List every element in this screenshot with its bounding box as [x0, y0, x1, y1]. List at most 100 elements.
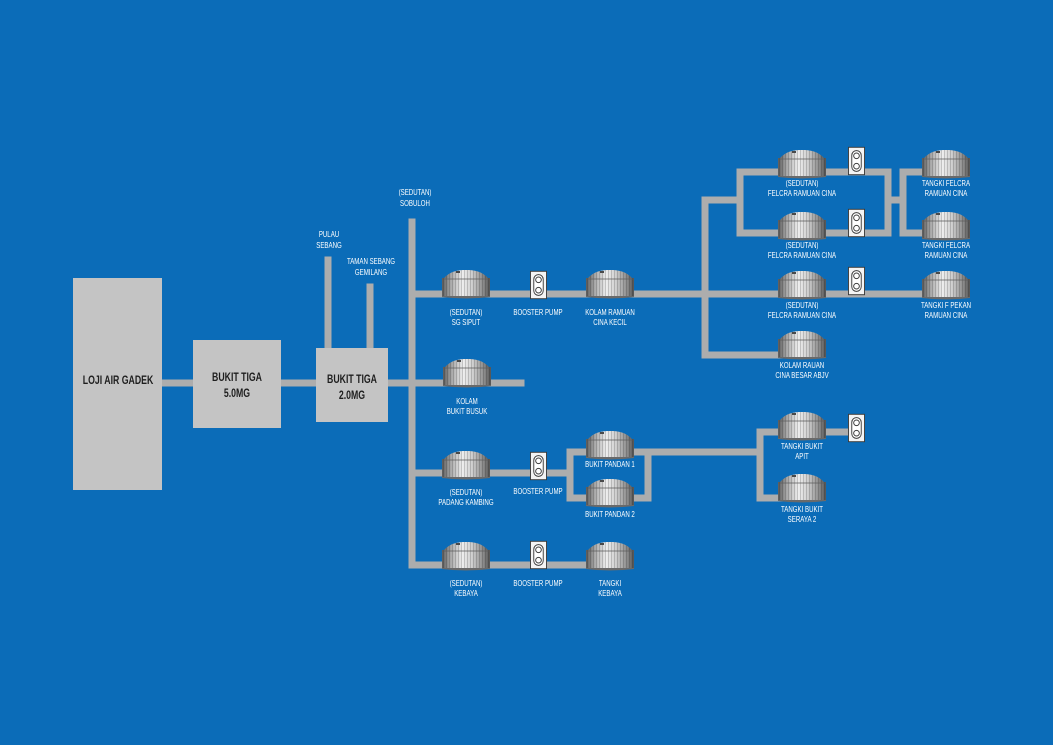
tank-label: RAMUAN CINA [925, 188, 968, 198]
tank-label: KEBAYA [454, 588, 478, 598]
storage-tank-icon [585, 430, 635, 460]
facility-box [316, 348, 388, 422]
tank-label: SERAYA 2 [788, 514, 817, 524]
booster-pump-icon [530, 270, 547, 300]
tank-felcra-ramuan-cina-3: (SEDUTAN) FELCRA RAMUAN CINA [768, 270, 836, 320]
tank-label: TANGKI [599, 578, 621, 588]
tank-kolam-ramuan-cina-kecil: KOLAM RAMUAN CINA KECIL [585, 269, 635, 327]
tank-label: (SEDUTAN) [450, 487, 483, 497]
storage-tank-icon [585, 541, 635, 571]
booster-pump-sg-siput: BOOSTER PUMP [513, 270, 563, 317]
label-line: TAMAN SEBANG [347, 256, 395, 266]
storage-tank-icon [777, 473, 827, 503]
pump-label: BOOSTER PUMP [513, 578, 562, 588]
tank-felcra-ramuan-cina-2: (SEDUTAN) FELCRA RAMUAN CINA [768, 211, 836, 260]
tank-tangki-bukit-seraya-2: TANGKI BUKIT SERAYA 2 [777, 473, 827, 524]
tank-label: SG SIPUT [452, 317, 481, 327]
label-line: GEMILANG [355, 267, 387, 277]
tank-label: BUKIT BUSUK [447, 406, 488, 416]
supply-label-sobuloh: (SEDUTAN) SOBULOH [399, 187, 432, 208]
tank-label: APIT [795, 451, 809, 461]
pump-label: BOOSTER PUMP [513, 307, 562, 317]
label-line: (SEDUTAN) [399, 187, 432, 197]
tank-tangki-felcra-2: TANGKI FELCRA RAMUAN CINA [921, 211, 971, 260]
tank-label: (SEDUTAN) [450, 307, 483, 317]
tank-tangki-felcra-1: TANGKI FELCRA RAMUAN CINA [921, 149, 971, 198]
storage-tank-icon [921, 149, 971, 179]
tank-label: RAMUAN CINA [925, 250, 968, 260]
tank-bukit-pandan-1: BUKIT PANDAN 1 [585, 430, 635, 469]
facility-label: BUKIT TIGA [212, 372, 262, 384]
storage-tank-icon [441, 541, 491, 571]
booster-pump-icon [530, 540, 547, 570]
tank-label: KEBAYA [598, 588, 622, 598]
tank-kolam-bukit-busuk: KOLAM BUKIT BUSUK [442, 358, 492, 416]
facility-capacity: 5.0MG [224, 388, 250, 400]
tank-label: PADANG KAMBING [438, 497, 493, 507]
label-line: PULAU [319, 229, 339, 239]
storage-tank-icon [777, 330, 827, 360]
tank-label: (SEDUTAN) [786, 300, 819, 310]
facility-bukit-tiga-5mg: BUKIT TIGA 5.0MG [193, 340, 281, 428]
tank-bukit-pandan-2: BUKIT PANDAN 2 [585, 478, 635, 519]
tank-label: KOLAM RAMUAN [585, 307, 635, 317]
tank-padang-kambing: (SEDUTAN) PADANG KAMBING [438, 450, 494, 507]
facility-bukit-tiga-2mg: BUKIT TIGA 2.0MG [316, 348, 388, 422]
tank-felcra-ramuan-cina-1: (SEDUTAN) FELCRA RAMUAN CINA [768, 149, 836, 198]
facility-box [193, 340, 281, 428]
supply-label-pulau-sebang: PULAU SEBANG [316, 229, 342, 250]
facility-label: LOJI AIR GADEK [83, 375, 154, 387]
tank-label: TANGKI FELCRA [922, 178, 970, 188]
tank-label: BUKIT PANDAN 1 [585, 459, 635, 469]
tank-label: FELCRA RAMUAN CINA [768, 188, 836, 198]
facility-capacity: 2.0MG [339, 390, 365, 402]
label-line: SOBULOH [400, 198, 430, 208]
tank-label: FELCRA RAMUAN CINA [768, 310, 836, 320]
storage-tank-icon [777, 211, 827, 241]
label-line: SEBANG [316, 240, 342, 250]
tank-kebaya-intake: (SEDUTAN) KEBAYA [441, 541, 491, 598]
tank-label: (SEDUTAN) [786, 240, 819, 250]
tank-tangki-kebaya: TANGKI KEBAYA [585, 541, 635, 598]
storage-tank-icon [585, 269, 635, 299]
tank-label: CINA BESAR ABJV [775, 370, 828, 380]
storage-tank-icon [921, 211, 971, 241]
storage-tank-icon [441, 269, 491, 299]
booster-pump-padang-kambing: BOOSTER PUMP [513, 451, 563, 496]
tank-label: CINA KECIL [593, 317, 627, 327]
tank-sg-siput: (SEDUTAN) SG SIPUT [441, 269, 491, 327]
booster-pump-icon [530, 451, 547, 481]
storage-tank-icon [777, 411, 827, 441]
tank-label: TANGKI BUKIT [781, 441, 823, 451]
storage-tank-icon [777, 149, 827, 179]
tank-label: BUKIT PANDAN 2 [585, 509, 635, 519]
booster-pump-icon [848, 413, 865, 443]
pump-label: BOOSTER PUMP [513, 486, 562, 496]
tank-label: KOLAM [456, 396, 477, 406]
supply-label-taman-sebang-gemilang: TAMAN SEBANG GEMILANG [347, 256, 395, 277]
facility-box [73, 278, 162, 490]
facility-label: BUKIT TIGA [327, 374, 377, 386]
booster-pump-icon [848, 208, 865, 238]
tank-label: TANGKI BUKIT [781, 504, 823, 514]
tank-tangki-bukit-apit: TANGKI BUKIT APIT [777, 411, 827, 461]
tank-label: TANGKI FELCRA [922, 240, 970, 250]
tank-label: TANGKI F PEKAN [921, 300, 971, 310]
tank-label: FELCRA RAMUAN CINA [768, 250, 836, 260]
tank-tangki-f-pekan: TANGKI F PEKAN RAMUAN CINA [921, 270, 971, 320]
tank-label: RAMUAN CINA [925, 310, 968, 320]
tank-label: KOLAM RAUAN [780, 360, 824, 370]
booster-pump-icon [848, 266, 865, 296]
storage-tank-icon [777, 270, 827, 300]
booster-pump-kebaya: BOOSTER PUMP [513, 540, 563, 588]
storage-tank-icon [585, 478, 635, 508]
storage-tank-icon [442, 358, 492, 388]
tank-label: (SEDUTAN) [786, 178, 819, 188]
storage-tank-icon [441, 450, 491, 480]
storage-tank-icon [921, 270, 971, 300]
tank-label: (SEDUTAN) [450, 578, 483, 588]
facility-loji-air-gadek: LOJI AIR GADEK [73, 278, 162, 490]
booster-pump-icon [848, 146, 865, 176]
tank-kolam-rauan-cina-besar: KOLAM RAUAN CINA BESAR ABJV [775, 330, 829, 380]
